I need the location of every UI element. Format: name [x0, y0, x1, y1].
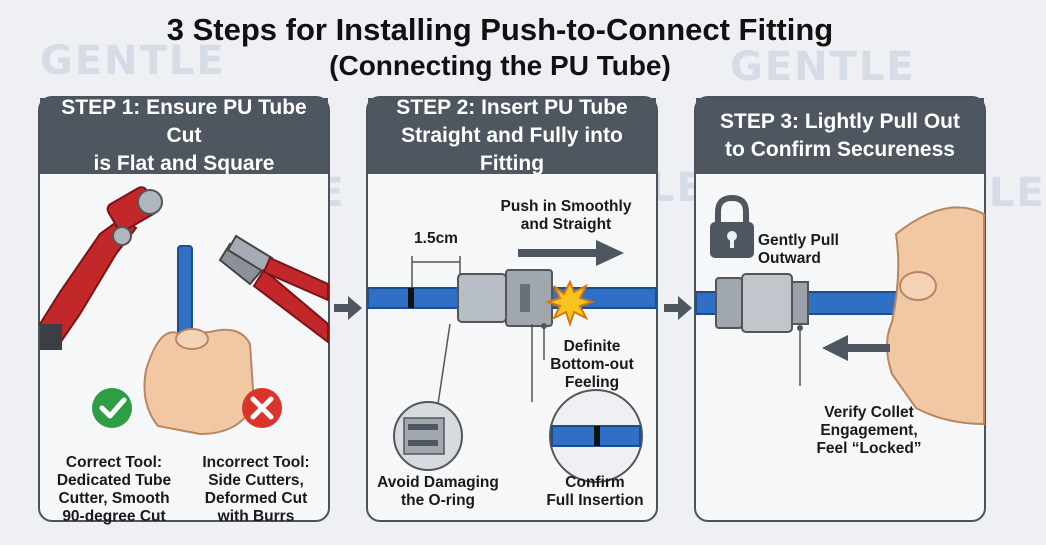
measure-label: 1.5cm [414, 230, 458, 247]
step-1-illustration [38, 186, 329, 436]
step-3-title-line1: STEP 3: Lightly Pull Out [720, 110, 960, 133]
checkmark-icon [92, 388, 132, 428]
bottom-out-burst-icon [544, 279, 596, 328]
pull-arrow-icon [822, 335, 890, 361]
incorrect-tool-label: Incorrect Tool:Side Cutters,Deformed Cut… [202, 454, 310, 525]
step-3-title-line2: to Confirm Secureness [725, 138, 955, 161]
step-3-panel: STEP 3: Lightly Pull Out to Confirm Secur… [694, 96, 986, 522]
side-cutters-icon [218, 234, 329, 345]
hand-icon [886, 206, 985, 426]
step-1-title-line1: STEP 1: Ensure PU Tube Cut [61, 96, 307, 147]
step-3-illustration [695, 194, 985, 426]
step-1-title-line2: is Flat and Square [93, 152, 275, 175]
step-2-illustration [367, 240, 657, 483]
step-2-title-line1: STEP 2: Insert PU Tube [396, 96, 628, 119]
step-2-title-line2: Straight and Fully into Fitting [401, 124, 623, 175]
step-1-panel: STEP 1: Ensure PU Tube Cut is Flat and Sq… [38, 96, 330, 525]
tube-cutter-icon [38, 186, 163, 350]
step-1-header: STEP 1: Ensure PU Tube Cut is Flat and Sq… [40, 96, 328, 175]
step-3-header: STEP 3: Lightly Pull Out to Confirm Secur… [696, 98, 984, 174]
padlock-icon [710, 194, 754, 258]
dimension-marker [411, 256, 461, 290]
insertion-mark [408, 288, 414, 308]
fitting-icon [715, 273, 809, 333]
push-arrow-icon [518, 240, 624, 266]
next-arrow-icon [664, 296, 692, 320]
page-title: 3 Steps for Installing Push-to-Connect F… [166, 12, 834, 47]
page-subtitle: (Connecting the PU Tube) [329, 50, 671, 81]
next-arrow-icon [334, 296, 362, 320]
fitting-icon [457, 269, 553, 327]
